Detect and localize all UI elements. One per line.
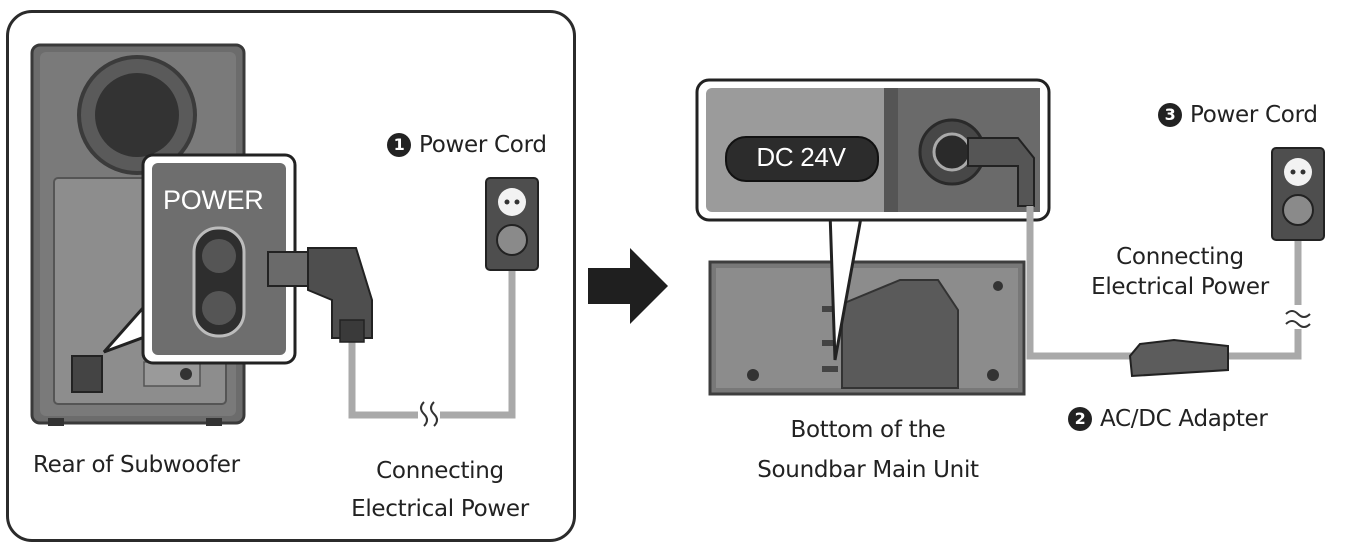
soundbar-caption: Bottom of the Soundbar Main Unit [740, 410, 996, 490]
dc-jack-callout [695, 78, 1051, 361]
step3-label-row: 3 Power Cord [1158, 102, 1318, 128]
step1-number-icon: 1 [387, 133, 411, 157]
right-connect-caption: Connecting Electrical Power [1080, 242, 1280, 302]
step1-label-row: 1 Power Cord [387, 132, 547, 158]
step3-number-icon: 3 [1158, 103, 1182, 127]
wall-outlet-left [485, 177, 539, 271]
left-connect-line1: Connecting [376, 458, 504, 484]
power-badge: POWER [163, 185, 264, 215]
wall-outlet-right [1271, 147, 1325, 241]
power-cord-right [1026, 206, 1312, 360]
soundbar-bottom [708, 260, 1026, 396]
step2-number-icon: 2 [1068, 407, 1092, 431]
dc-badge-text: DC 24V [756, 142, 846, 172]
next-step-arrow [588, 248, 668, 324]
left-connect-line2: Electrical Power [351, 496, 529, 522]
step2-label-row: 2 AC/DC Adapter [1068, 406, 1268, 432]
step3-label: Power Cord [1190, 102, 1318, 128]
subwoofer-caption: Rear of Subwoofer [33, 452, 240, 478]
power-socket-callout [102, 153, 297, 365]
step1-label: Power Cord [419, 132, 547, 158]
soundbar-line1: Bottom of the [790, 417, 946, 443]
power-cord-left [267, 247, 516, 427]
soundbar-line2: Soundbar Main Unit [757, 457, 979, 483]
dc-badge [725, 136, 879, 182]
subwoofer-rear [30, 43, 246, 426]
left-connect-caption: Connecting Electrical Power [330, 452, 550, 528]
right-connect-line2: Electrical Power [1091, 274, 1269, 300]
step2-label: AC/DC Adapter [1100, 406, 1268, 432]
right-connect-line1: Connecting [1116, 244, 1244, 270]
ac-dc-adapter [1128, 338, 1229, 378]
